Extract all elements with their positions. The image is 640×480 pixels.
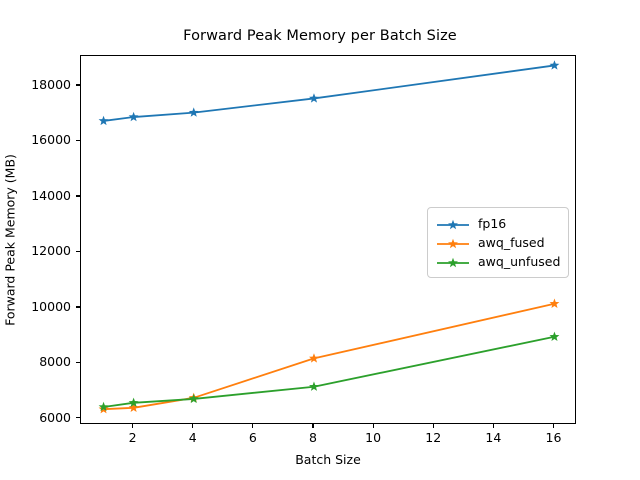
y-tick-mark (76, 417, 80, 419)
y-tick-mark (76, 250, 80, 253)
data-point-marker (128, 397, 139, 408)
y-tick-mark (76, 139, 80, 142)
x-tick-mark (432, 424, 434, 428)
plot-lines-svg (98, 60, 560, 414)
series-line (103, 335, 555, 408)
x-tick-mark (132, 424, 134, 428)
x-tick-mark (192, 424, 194, 428)
y-tick-mark (76, 195, 80, 197)
series-awq-unfused (98, 331, 560, 412)
data-point-marker (128, 111, 139, 122)
data-point-marker (188, 107, 199, 117)
series-fp16 (98, 60, 560, 126)
legend-label-awq-fused: awq_fused (478, 235, 545, 250)
data-point-marker (188, 393, 199, 404)
y-tick-label: 18000 (31, 76, 71, 92)
data-point-marker (309, 353, 319, 363)
data-point-marker (549, 60, 560, 70)
x-tick-label: 4 (188, 430, 197, 445)
y-tick-label: 14000 (31, 187, 71, 203)
legend-item-fp16[interactable]: fp16 (436, 214, 560, 233)
legend-label-awq-unfused: awq_unfused (478, 254, 561, 269)
y-tick-mark (76, 361, 80, 363)
x-tick-mark (492, 424, 494, 428)
series-awq-fused (98, 298, 560, 414)
x-tick-label: 14 (485, 430, 502, 445)
chart-title: Forward Peak Memory per Batch Size (183, 28, 457, 44)
x-tick-label: 16 (545, 430, 562, 445)
series-line (103, 302, 555, 411)
legend-item-awq-fused[interactable]: awq_fused (436, 233, 560, 252)
chart-legend: fp16 awq_fused awq_unfused (427, 207, 569, 278)
legend-item-awq-unfused[interactable]: awq_unfused (436, 252, 560, 271)
x-tick-mark (552, 424, 555, 428)
plot-area (80, 55, 576, 424)
x-axis-label: Batch Size (295, 452, 361, 467)
x-tick-mark (252, 424, 254, 428)
data-point-marker (309, 381, 319, 391)
y-tick-label: 10000 (31, 298, 71, 314)
data-point-marker (128, 402, 139, 413)
y-tick-mark (76, 84, 80, 86)
data-point-marker (549, 298, 560, 308)
legend-swatch-awq-unfused (436, 255, 470, 269)
x-tick-label: 6 (248, 430, 257, 445)
data-point-marker (309, 93, 319, 103)
data-point-marker (98, 401, 109, 412)
legend-swatch-fp16 (436, 217, 470, 231)
x-tick-mark (372, 424, 374, 428)
series-line (103, 64, 555, 122)
data-point-marker (98, 115, 109, 126)
y-tick-mark (76, 306, 80, 308)
y-tick-label: 16000 (31, 132, 71, 148)
x-tick-label: 10 (365, 430, 382, 445)
y-tick-label: 6000 (39, 409, 71, 425)
x-tick-mark (312, 424, 314, 428)
x-tick-label: 8 (308, 430, 317, 445)
legend-label-fp16: fp16 (478, 216, 507, 231)
legend-swatch-awq-fused (436, 236, 470, 250)
x-tick-label: 2 (128, 430, 137, 445)
data-point-marker (549, 331, 560, 341)
y-tick-label: 8000 (39, 354, 71, 370)
y-tick-label: 12000 (31, 243, 71, 259)
x-tick-label: 12 (425, 430, 442, 445)
